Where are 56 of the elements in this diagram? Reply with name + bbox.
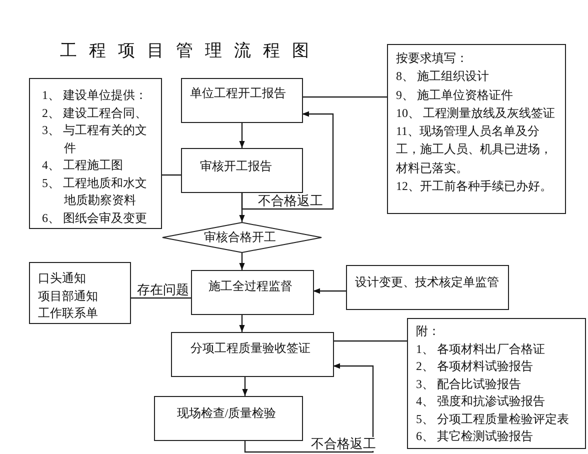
list-item: 3、 配合比试验报告 (416, 376, 522, 392)
arrow (239, 192, 245, 222)
process-box (171, 332, 334, 377)
list-item: 5、 分项工程质量检验评定表 (416, 410, 570, 428)
box-text: 审核合格开工 (204, 228, 276, 246)
arrow (242, 376, 248, 396)
box-text: 单位工程开工报告 (190, 85, 287, 102)
note-box (387, 44, 566, 214)
note-box (29, 78, 162, 229)
note-box (407, 318, 586, 449)
list-item: 2、 建设工程合同、 (42, 104, 148, 122)
box-text: 分项工程质量验收签证 (190, 340, 312, 357)
connector-line (302, 96, 387, 98)
note-text: 工作联系单 (38, 305, 99, 322)
list-item: 8、 施工组织设计 (396, 68, 490, 86)
arrow (239, 122, 245, 148)
box-text: 施工全过程监督 (208, 278, 294, 295)
list-item: 4、 强度和抗渗试验报告 (416, 393, 546, 410)
list-item: 2、 各项材料试验报告 (416, 358, 534, 375)
arrow (313, 288, 346, 294)
box-text: 现场检查/质量检验 (176, 405, 278, 422)
note-heading: 附： (416, 323, 441, 340)
list-item: 12、开工前各种手续已办好。 (396, 178, 553, 196)
note-text: 口头通知 (38, 270, 87, 287)
process-box (181, 148, 303, 193)
process-box (346, 265, 509, 310)
process-box (191, 270, 314, 315)
note-text: 项目部通知 (38, 288, 99, 304)
note-box (29, 262, 131, 324)
list-item: 11、现场管理人员名单及分工，施工人员、机具已进场，材料已落实。 (396, 123, 553, 177)
list-item: 4、 工程施工图 (42, 157, 124, 174)
connector-line (161, 174, 181, 176)
process-box (154, 396, 303, 441)
note-heading: 按要求填写： (396, 50, 469, 67)
title: 工程项目管理流程图 (60, 40, 321, 62)
edge-label: 不合格返工 (258, 194, 323, 208)
arrow (244, 363, 374, 453)
list-item: 6、 其它检测试验报告 (416, 428, 534, 445)
list-item: 1、 建设单位提供： (42, 87, 148, 104)
edge-label: 存在问题 (137, 283, 189, 297)
box-text: 审核开工报告 (200, 158, 273, 175)
edge-label: 不合格返工 (311, 437, 376, 451)
connector-line (333, 340, 407, 342)
list-item: 9、 施工单位资格证件 (396, 86, 514, 104)
arrow (239, 252, 245, 270)
list-item: 10、 工程测量放线及灰线签证 (396, 104, 556, 122)
list-item: 3、 与工程有关的文件 (42, 122, 148, 156)
list-item: 5、 工程地质和水文地质勘察资料 (42, 174, 148, 209)
process-box (181, 78, 303, 123)
box-text: 设计变更、技术核定单监管 (355, 274, 500, 291)
list-item: 1、 各项材料出厂合格证 (416, 340, 546, 358)
list-item: 6、 图纸会审及变更 (42, 210, 148, 226)
connector-line (130, 297, 191, 299)
arrow (241, 111, 334, 210)
decision-diamond (162, 222, 322, 253)
arrow (239, 314, 245, 332)
